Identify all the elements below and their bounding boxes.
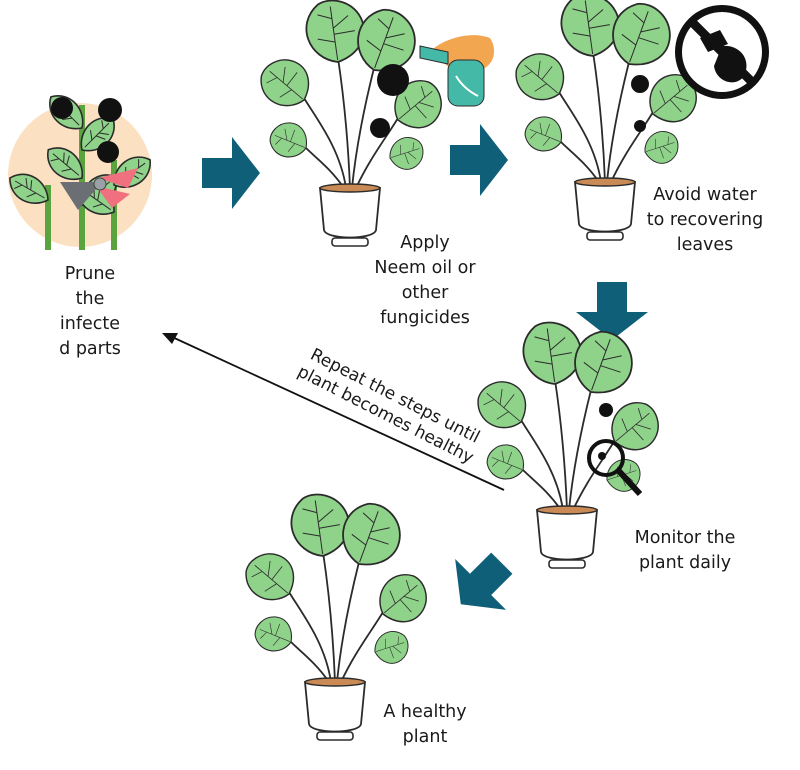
- spray-plant-illustration: [252, 0, 495, 246]
- spray-bottle-icon: [419, 35, 495, 107]
- disease-spot: [631, 75, 649, 93]
- disease-spot: [370, 118, 390, 138]
- disease-spot: [377, 64, 409, 96]
- recovering-plant-illustration: [507, 0, 706, 240]
- flow-arrow-down: [576, 282, 648, 340]
- pruning-shears-icon: [60, 168, 138, 210]
- flow-arrow-right: [202, 137, 260, 209]
- step-label-healthy: A healthy plant: [383, 702, 467, 747]
- disease-spot: [51, 97, 73, 119]
- disease-spot: [98, 98, 122, 122]
- flow-arrow-right: [450, 124, 508, 196]
- no-watering-icon: [675, 5, 769, 99]
- prune-illustration: [2, 87, 159, 250]
- disease-spot: [634, 120, 646, 132]
- flow-arrow-down-left: [435, 537, 528, 630]
- disease-spot: [599, 403, 613, 417]
- step-label-prune: Prune the infecte d parts: [59, 264, 121, 359]
- disease-spot: [97, 141, 119, 163]
- step-label-apply: Apply Neem oil or other fungicides: [374, 233, 476, 328]
- step-label-monitor: Monitor the plant daily: [634, 528, 736, 573]
- monitor-plant-illustration: [469, 318, 668, 568]
- step-label-avoid-water: Avoid water to recovering leaves: [646, 185, 764, 255]
- loop-arrow: [162, 333, 505, 491]
- magnifier-icon: [587, 439, 643, 497]
